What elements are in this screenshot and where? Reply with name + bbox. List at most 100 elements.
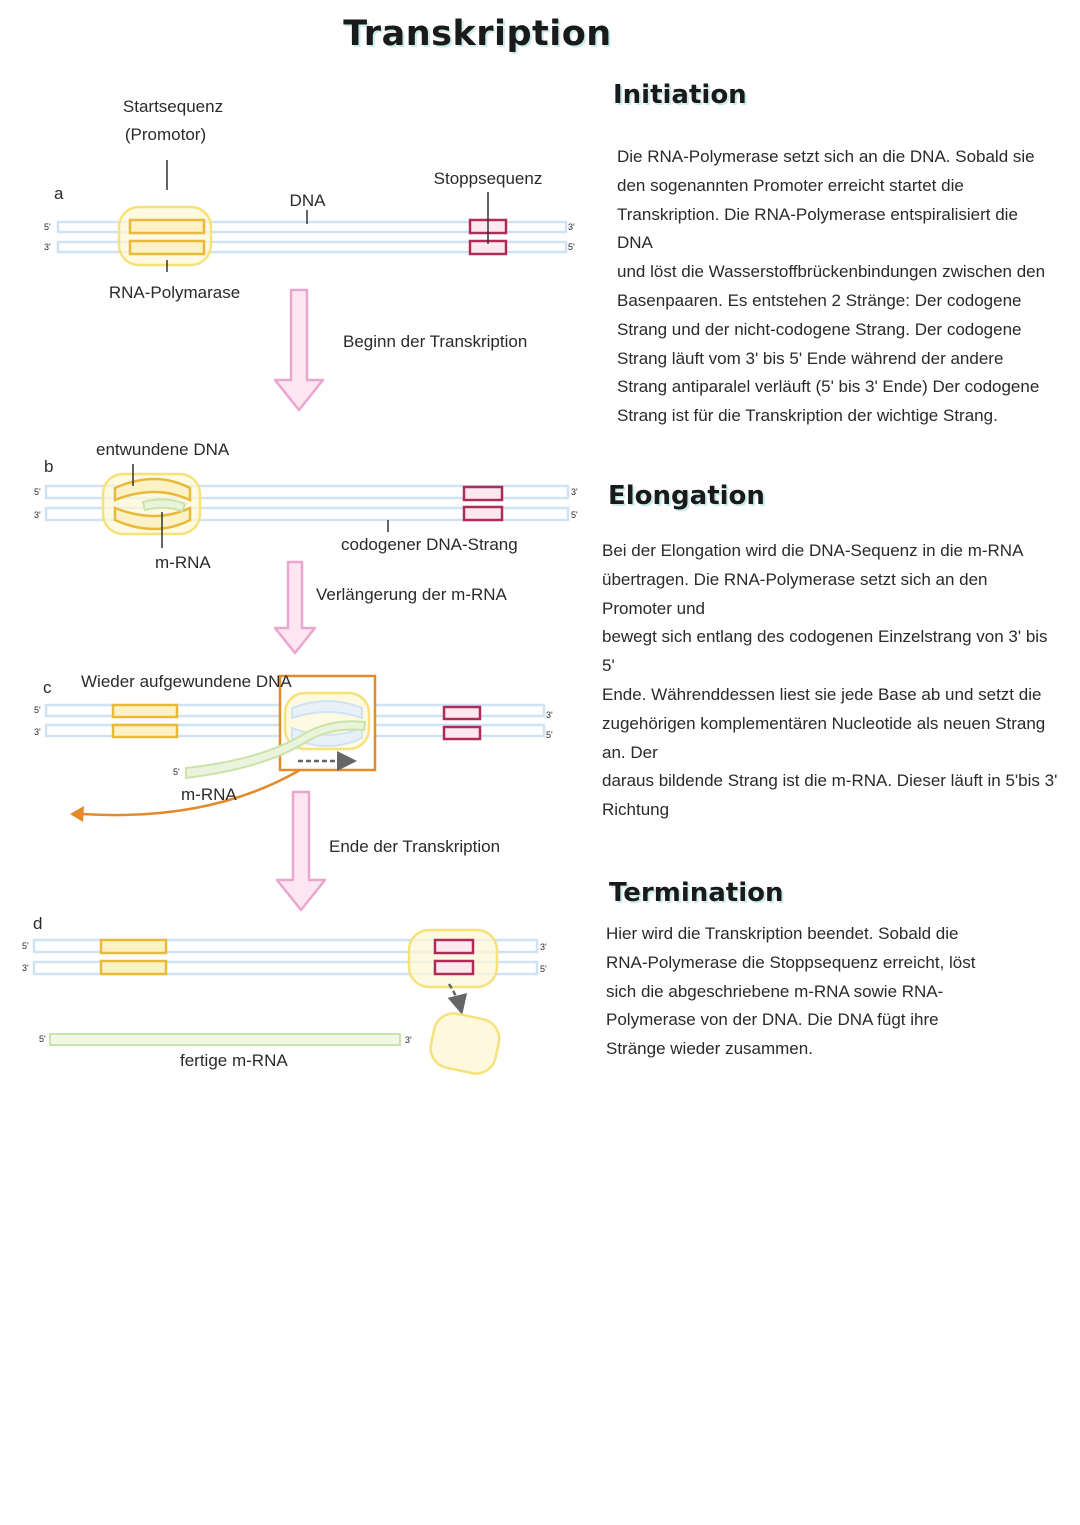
label-startsequenz: Startsequenz bbox=[122, 97, 224, 116]
label-fertige-mrna: fertige m-RNA bbox=[180, 1051, 288, 1070]
label-entwundene-dna: entwundene DNA bbox=[96, 440, 230, 459]
end-d-bottom-left: 3' bbox=[22, 963, 29, 973]
unwound-bottom-b bbox=[113, 506, 192, 531]
panel-letter-b: b bbox=[44, 457, 54, 476]
end-b-top-left: 5' bbox=[34, 487, 41, 497]
end-d-mrna-five: 5' bbox=[39, 1034, 46, 1044]
label-mrna-b: m-RNA bbox=[155, 553, 211, 572]
dna-strand-bottom-d bbox=[32, 960, 539, 976]
stop-bottom-d bbox=[433, 959, 475, 976]
end-a-bottom-left: 3' bbox=[44, 242, 51, 252]
initiation-line: Basenpaaren. Es entstehen 2 Stränge: Der… bbox=[617, 290, 1022, 310]
initiation-line: Strang ist für die Transkription der wic… bbox=[617, 406, 998, 426]
end-a-bottom-right: 5' bbox=[568, 242, 575, 252]
label-dna: DNA bbox=[289, 191, 326, 210]
end-c-bottom-left: 3' bbox=[34, 727, 41, 737]
orange-arrowhead bbox=[70, 806, 84, 822]
dna-strand-bottom-b bbox=[44, 506, 570, 522]
label-wieder-aufgewunden: Wieder aufgewundene DNA bbox=[81, 672, 292, 691]
initiation-line: und löst die Wasserstoffbrückenbindungen… bbox=[617, 262, 1046, 282]
end-a-top-left: 5' bbox=[44, 222, 51, 232]
paragraph-elongation: Bei der Elongation wird die DNA-Sequenz … bbox=[602, 537, 1062, 825]
end-c-bottom-right: 5' bbox=[546, 730, 553, 740]
heading-termination: Termination bbox=[609, 878, 784, 908]
pink-arrow-3 bbox=[275, 790, 327, 912]
initiation-line: Transkription. Die RNA-Polymerase entspi… bbox=[617, 204, 1018, 253]
label-promotor: (Promotor) bbox=[124, 125, 207, 144]
initiation-line: Strang antiparalel verläuft (5' bis 3' E… bbox=[617, 377, 1040, 397]
end-c-top-right: 3' bbox=[546, 710, 553, 720]
label-stoppsequenz: Stoppsequenz bbox=[433, 169, 543, 188]
dna-strand-bottom-a bbox=[56, 240, 568, 254]
elongation-line: zugehörigen komplementären Nucleotide al… bbox=[602, 713, 1046, 762]
label-beginn-transkription: Beginn der Transkription bbox=[343, 332, 528, 351]
end-c-mrna-five: 5' bbox=[173, 767, 180, 777]
label-verlaengerung: Verlängerung der m-RNA bbox=[316, 585, 507, 604]
panel-letter-d: d bbox=[33, 914, 43, 933]
end-d-top-right: 3' bbox=[540, 942, 547, 952]
termination-line: sich die abgeschriebene m-RNA sowie RNA- bbox=[606, 981, 944, 1001]
heading-elongation: Elongation bbox=[608, 481, 765, 511]
end-d-mrna-three: 3' bbox=[405, 1035, 412, 1045]
pink-arrow-1 bbox=[273, 288, 325, 412]
promoter-top-a bbox=[128, 218, 206, 235]
finished-mrna-d bbox=[49, 1033, 401, 1046]
initiation-line: Strang läuft vom 3' bis 5' Ende während … bbox=[617, 348, 1004, 368]
initiation-line: Strang und der nicht-codogene Strang. De… bbox=[617, 319, 1022, 339]
elongation-line: Ende. Währenddessen liest sie jede Base … bbox=[602, 684, 1042, 704]
paragraph-initiation: Die RNA-Polymerase setzt sich an die DNA… bbox=[617, 143, 1057, 431]
end-a-top-right: 3' bbox=[568, 222, 575, 232]
release-arrow-d bbox=[447, 983, 468, 1015]
pink-arrow-2 bbox=[273, 560, 317, 655]
panel-c bbox=[44, 674, 546, 822]
panel-letter-a: a bbox=[54, 184, 64, 203]
initiation-line: den sogenannten Promoter erreicht starte… bbox=[617, 175, 964, 195]
end-b-top-right: 3' bbox=[571, 487, 578, 497]
elongation-line: übertragen. Die RNA-Polymerase setzt sic… bbox=[602, 569, 988, 618]
end-b-bottom-left: 3' bbox=[34, 510, 41, 520]
orange-release-arrow bbox=[81, 768, 301, 817]
label-ende-transkription: Ende der Transkription bbox=[329, 837, 501, 856]
end-b-bottom-right: 5' bbox=[571, 510, 578, 520]
stop-top-c bbox=[442, 705, 482, 721]
page-title: Transkription bbox=[343, 14, 612, 54]
stop-top-b bbox=[462, 485, 504, 502]
dna-strand-top-d bbox=[32, 938, 539, 954]
elongation-line: Bei der Elongation wird die DNA-Sequenz … bbox=[602, 541, 1024, 560]
panel-letter-c: c bbox=[43, 678, 52, 697]
released-polymerase-d bbox=[429, 1012, 501, 1075]
termination-line: Stränge wieder zusammen. bbox=[606, 1039, 813, 1059]
mrna-b bbox=[141, 498, 187, 513]
heading-initiation: Initiation bbox=[613, 80, 747, 110]
label-mrna-c: m-RNA bbox=[181, 785, 237, 804]
panel-a bbox=[56, 160, 568, 272]
panel-b bbox=[44, 464, 570, 548]
promoter-top-d bbox=[99, 938, 168, 955]
initiation-line: Die RNA-Polymerase setzt sich an die DNA… bbox=[617, 147, 1035, 166]
elongation-line: Richtung bbox=[602, 800, 670, 820]
mrna-c bbox=[185, 720, 367, 780]
dna-strand-top-a bbox=[56, 220, 568, 234]
paragraph-termination: Hier wird die Transkription beendet. Sob… bbox=[606, 920, 1006, 1064]
unwound-top-c bbox=[291, 700, 363, 720]
termination-line: RNA-Polymerase die Stoppsequenz erreicht… bbox=[606, 952, 976, 972]
promoter-top-c bbox=[111, 703, 179, 719]
end-c-top-left: 5' bbox=[34, 705, 41, 715]
end-d-bottom-right: 5' bbox=[540, 964, 547, 974]
polymerase-d bbox=[407, 928, 499, 989]
termination-line: Polymerase von der DNA. Die DNA fügt ihr… bbox=[606, 1010, 939, 1030]
stop-bottom-c bbox=[442, 725, 482, 741]
end-d-top-left: 5' bbox=[22, 941, 29, 951]
label-rna-polymerase: RNA-Polymarase bbox=[108, 283, 241, 302]
elongation-line: daraus bildende Strang ist die m-RNA. Di… bbox=[602, 771, 1058, 791]
stop-top-d bbox=[433, 938, 475, 955]
elongation-line: bewegt sich entlang des codogenen Einzel… bbox=[602, 627, 1048, 676]
stop-bottom-b bbox=[462, 505, 504, 522]
promoter-bottom-c bbox=[111, 723, 179, 739]
promoter-bottom-d bbox=[99, 959, 168, 976]
label-codogener-strang: codogener DNA-Strang bbox=[341, 535, 518, 554]
polymerase-a bbox=[117, 205, 213, 267]
dna-strand-top-b bbox=[44, 484, 570, 500]
termination-line: Hier wird die Transkription beendet. Sob… bbox=[606, 924, 959, 943]
panel-d bbox=[32, 928, 539, 1075]
